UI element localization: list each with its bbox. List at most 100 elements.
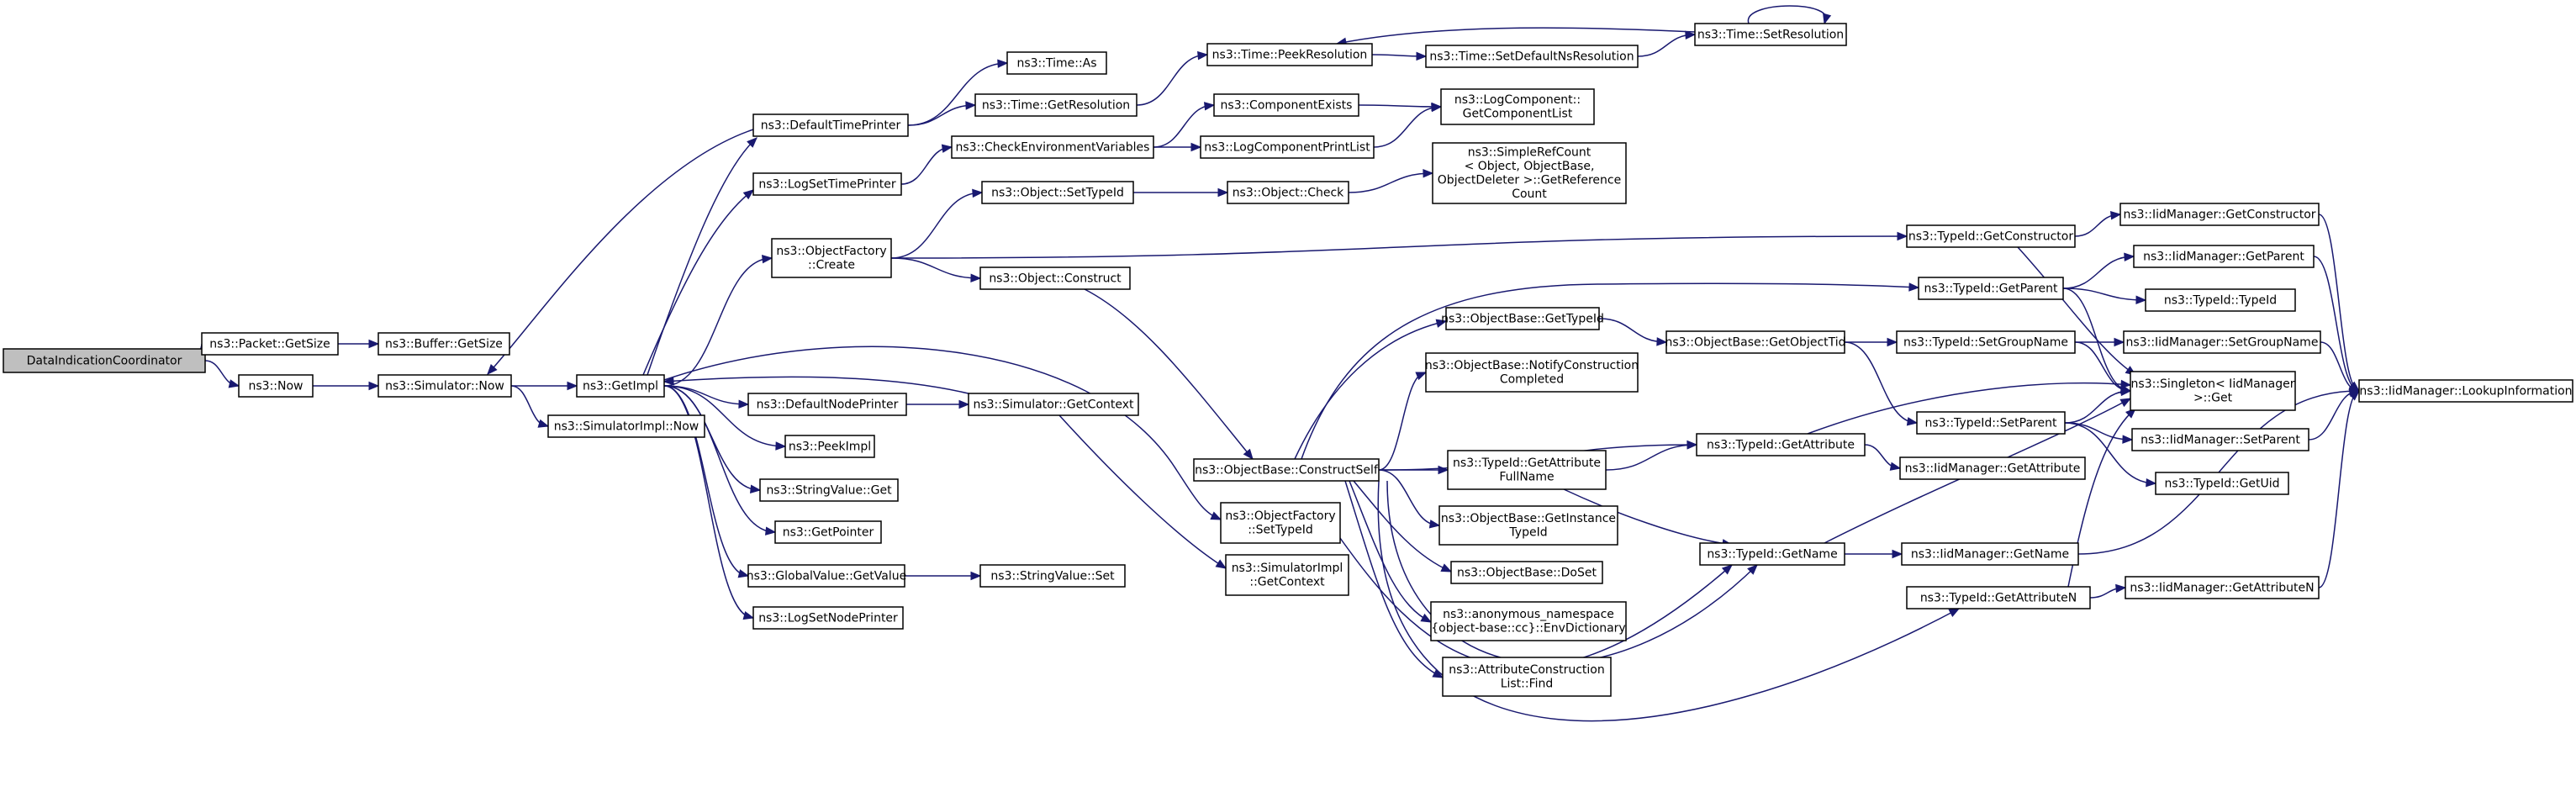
node-dtp[interactable]: ns3::DefaultTimePrinter <box>752 113 909 137</box>
node-strget[interactable]: ns3::StringValue::Get <box>759 478 899 502</box>
edge-line <box>642 189 754 376</box>
node-pkt[interactable]: ns3::Packet::GetSize <box>201 332 339 356</box>
node-box <box>747 564 905 588</box>
node-simimplnow[interactable]: ns3::SimulatorImpl::Now <box>547 414 705 438</box>
edge-n_defnodeprinter-to-n_simgetctx <box>906 399 970 409</box>
arrowhead-icon <box>2119 398 2132 408</box>
node-ofsettid[interactable]: ns3::ObjectFactory::SetTypeId <box>1220 502 1341 544</box>
node-setres[interactable]: ns3::Time::SetResolution <box>1694 23 1847 46</box>
node-box <box>2155 472 2289 495</box>
arrowhead-icon <box>738 399 750 409</box>
node-label: ns3::GlobalValue::GetValue <box>747 569 906 583</box>
node-objconstruct[interactable]: ns3::Object::Construct <box>979 266 1131 290</box>
node-tidgetuid[interactable]: ns3::TypeId::GetUid <box>2155 472 2289 495</box>
arrowhead-icon <box>972 188 984 198</box>
node-iidgetattrn[interactable]: ns3::IidManager::GetAttributeN <box>2125 576 2320 599</box>
edge-n_iidgetname-to-n_iidlookup <box>2077 386 2361 555</box>
node-tidgetparent[interactable]: ns3::TypeId::GetParent <box>1918 277 2064 300</box>
node-box <box>1193 458 1380 482</box>
node-singleton[interactable]: ns3::Singleton< IidManager>::Get <box>2130 371 2296 411</box>
node-tidgetattrn[interactable]: ns3::TypeId::GetAttributeN <box>1906 586 2091 609</box>
node-tidgetname[interactable]: ns3::TypeId::GetName <box>1699 542 1845 566</box>
edge-n_getimpl-to-n_logsetnp <box>663 385 755 620</box>
node-simimplctx[interactable]: ns3::SimulatorImpl::GetContext <box>1225 554 1349 596</box>
edge-line <box>647 137 757 376</box>
edge-n_tidgetattrn-to-n_iidgetattrn <box>2089 583 2127 599</box>
node-now[interactable]: ns3::Now <box>238 374 314 398</box>
node-checkenv[interactable]: ns3::CheckEnvironmentVariables <box>951 135 1154 159</box>
node-iidgetparent[interactable]: ns3::IidManager::GetParent <box>2133 245 2315 268</box>
node-box <box>752 172 902 196</box>
arrowhead-icon <box>1887 337 1898 347</box>
node-box <box>2131 428 2309 451</box>
node-ofcreate[interactable]: ns3::ObjectFactory::Create <box>771 238 892 278</box>
node-timegetres[interactable]: ns3::Time::GetResolution <box>974 93 1138 117</box>
node-label: List::Find <box>1501 678 1554 691</box>
node-defnodeprinter[interactable]: ns3::DefaultNodePrinter <box>747 393 907 416</box>
node-iidsetparent[interactable]: ns3::IidManager::SetParent <box>2131 428 2309 451</box>
node-getcomplist[interactable]: ns3::LogComponent::GetComponentList <box>1440 88 1595 125</box>
node-buf[interactable]: ns3::Buffer::GetSize <box>377 332 510 356</box>
arrowhead-icon <box>1203 102 1216 111</box>
node-notifyconst[interactable]: ns3::ObjectBase::NotifyConstructionCompl… <box>1425 352 1639 393</box>
node-doset[interactable]: ns3::ObjectBase::DoSet <box>1450 561 1603 584</box>
node-label: ns3::IidManager::GetAttributeN <box>2130 581 2314 594</box>
node-tidsetparent[interactable]: ns3::TypeId::SetParent <box>1916 411 2066 435</box>
node-peekimpl[interactable]: ns3::PeekImpl <box>784 435 875 458</box>
node-compexists[interactable]: ns3::ComponentExists <box>1213 93 1359 117</box>
node-objsettid[interactable]: ns3::Object::SetTypeId <box>981 181 1134 204</box>
node-getimpl[interactable]: ns3::GetImpl <box>576 374 665 398</box>
node-box <box>1699 542 1845 566</box>
node-setdefns[interactable]: ns3::Time::SetDefaultNsResolution <box>1425 45 1639 68</box>
node-getpointer[interactable]: ns3::GetPointer <box>774 520 882 544</box>
node-tidgetctor[interactable]: ns3::TypeId::GetConstructor <box>1906 224 2076 248</box>
node-label: ns3::Time::PeekResolution <box>1212 48 1368 61</box>
node-iidgetname[interactable]: ns3::IidManager::GetName <box>1901 542 2079 566</box>
node-tidtid[interactable]: ns3::TypeId::TypeId <box>2145 288 2296 312</box>
arrowhead-icon <box>775 441 787 451</box>
node-simnow[interactable]: ns3::Simulator::Now <box>377 374 512 398</box>
node-timeas[interactable]: ns3::Time::As <box>1006 51 1107 75</box>
node-tidgetattr[interactable]: ns3::TypeId::GetAttribute <box>1696 433 1866 456</box>
arrowhead-icon <box>1438 465 1449 475</box>
edge-line <box>1605 444 1697 471</box>
edge-line <box>1344 480 1444 678</box>
node-simplerefcount[interactable]: ns3::SimpleRefCount< Object, ObjectBase,… <box>1432 142 1627 204</box>
node-logsetnp[interactable]: ns3::LogSetNodePrinter <box>752 606 904 630</box>
node-globalget[interactable]: ns3::GlobalValue::GetValue <box>747 564 906 588</box>
arrowhead-icon <box>1431 103 1443 113</box>
edge-n_getimpl-to-n_globalget <box>663 385 750 578</box>
arrowhead-icon <box>2124 252 2135 261</box>
node-box <box>1696 433 1866 456</box>
node-iidlookup[interactable]: ns3::IidManager::LookupInformation <box>2358 379 2573 403</box>
node-box <box>1006 51 1107 75</box>
node-peekres[interactable]: ns3::Time::PeekResolution <box>1206 43 1373 66</box>
node-box <box>784 435 875 458</box>
node-box <box>2123 330 2321 354</box>
node-logcomplist[interactable]: ns3::LogComponentPrintList <box>1200 135 1375 159</box>
arrowhead-icon <box>2122 435 2134 444</box>
node-box <box>1916 411 2066 435</box>
node-label: TypeId <box>1508 526 1547 540</box>
arrowhead-icon <box>1687 441 1698 450</box>
node-box <box>979 266 1131 290</box>
node-constructself[interactable]: ns3::ObjectBase::ConstructSelf <box>1193 458 1380 482</box>
node-getobjtid[interactable]: ns3::ObjectBase::GetObjectTid <box>1665 330 1846 354</box>
node-box <box>1220 502 1341 544</box>
node-obgettid[interactable]: ns3::ObjectBase::GetTypeId <box>1441 307 1604 330</box>
node-iidgetctor[interactable]: ns3::IidManager::GetConstructor <box>2119 203 2320 226</box>
edge-n_getimpl-to-n_logsettp <box>642 189 755 376</box>
node-iidgetattr[interactable]: ns3::IidManager::GetAttribute <box>1899 456 2086 480</box>
node-strset[interactable]: ns3::StringValue::Set <box>979 564 1126 588</box>
node-iidsetgroup[interactable]: ns3::IidManager::SetGroupName <box>2123 330 2321 354</box>
node-tidsetgroup[interactable]: ns3::TypeId::SetGroupName <box>1896 330 2076 354</box>
node-envdict[interactable]: ns3::anonymous_namespace{object-base::cc… <box>1430 601 1627 641</box>
node-box <box>1445 307 1600 330</box>
edge-n_tidgetattr-to-n_iidgetattr <box>1864 444 1902 471</box>
node-logsettp[interactable]: ns3::LogSetTimePrinter <box>752 172 902 196</box>
node-objcheck[interactable]: ns3::Object::Check <box>1227 181 1349 204</box>
node-simgetctx[interactable]: ns3::Simulator::GetContext <box>968 393 1139 416</box>
